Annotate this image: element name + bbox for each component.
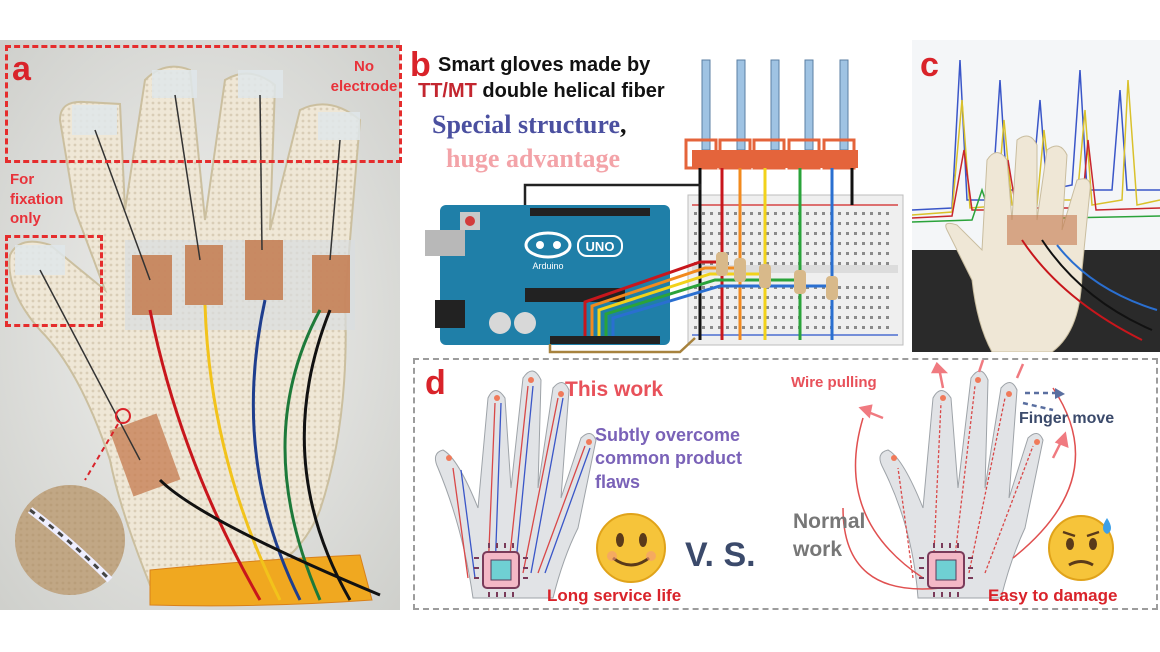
panel-letter-c: c: [920, 46, 939, 84]
special-structure-label: Special structure: [432, 110, 620, 139]
panel-a: a No electrode For fixation only: [0, 40, 402, 610]
wire-pulling-label: Wire pulling: [791, 374, 877, 391]
signal-monitor-photo: [912, 40, 1160, 352]
circuit-diagram: UNO Arduino: [425, 59, 904, 354]
finger-move-label: Finger move: [1019, 410, 1115, 427]
left-hand: [434, 370, 597, 599]
board-brand-label: Arduino: [532, 261, 563, 271]
panel-c: c: [912, 40, 1160, 352]
smiley-face-icon: [596, 513, 666, 583]
chip-icon: [474, 543, 528, 597]
this-work-label: This work: [565, 378, 664, 401]
normal-work-label: Normal work: [793, 510, 866, 562]
arrow-icon: [858, 359, 1069, 459]
hand-comparison-illustration: [434, 359, 1114, 599]
right-hand: [842, 370, 1077, 599]
resistors: [716, 252, 838, 300]
panel-letter-a: a: [12, 50, 31, 88]
panel-d-border: [413, 358, 1158, 610]
panel-letter-d: d: [425, 364, 446, 402]
title-line-3: Special structure,: [432, 110, 627, 140]
panel-b: b Smart gloves made by TT/MT double heli…: [400, 40, 910, 355]
board-model-label: UNO: [586, 239, 615, 254]
long-life-label: Long service life: [547, 586, 682, 605]
sensor-wires: [698, 168, 854, 340]
panel-d: d This work Subtly overcome common produ…: [413, 358, 1158, 610]
no-electrode-label: No electrode: [330, 58, 398, 95]
no-electrode-box: [5, 45, 402, 163]
vs-label: V. S.: [685, 536, 756, 574]
breadboard: [687, 194, 904, 346]
arduino-board: UNO Arduino: [425, 205, 670, 345]
title-line-1: Smart gloves made by: [438, 54, 651, 76]
title-line-4: huge advantage: [446, 144, 621, 173]
panel-letter-b: b: [410, 46, 431, 84]
title-line-2-rest: double helical fiber: [476, 80, 665, 102]
finger-move-arrows: [1022, 388, 1065, 412]
glove-photo: [0, 40, 400, 610]
chip-icon-right: [919, 543, 973, 597]
fixation-box: [5, 235, 103, 327]
fixation-label: For fixation only: [10, 171, 64, 227]
worried-sweat-face-icon: [1048, 515, 1114, 581]
advantage-note: Subtly overcome common product flaws: [595, 425, 742, 492]
title-comma: ,: [620, 110, 627, 139]
fiber-sensors: [684, 59, 858, 170]
fiber-type-label: TT/MT: [418, 80, 477, 102]
title-line-2: TT/MT double helical fiber: [418, 80, 665, 103]
easy-damage-label: Easy to damage: [988, 586, 1118, 605]
